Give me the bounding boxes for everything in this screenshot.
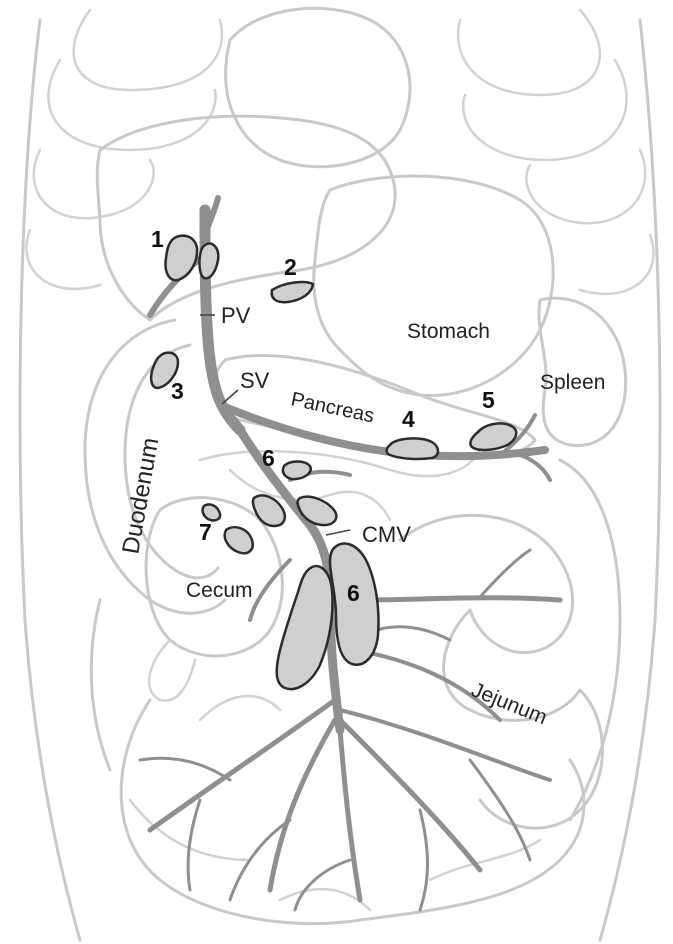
fan-branch-3 (340, 730, 360, 900)
fan-twig-4 (470, 760, 530, 860)
label-spleen: Spleen (540, 371, 605, 394)
rib-right-1 (458, 10, 600, 95)
node-6-upper (283, 462, 311, 480)
small-intestine-loop-d (200, 696, 280, 720)
node-2 (272, 282, 313, 302)
node-number-2: 2 (284, 254, 297, 280)
node-number-3: 3 (171, 378, 184, 404)
node-number-4: 4 (402, 406, 415, 432)
heart-outline (226, 8, 410, 166)
liver-outline (97, 116, 395, 320)
cmv-leader (326, 530, 350, 535)
fan-twig-6 (295, 860, 350, 910)
body-wall-left (20, 20, 80, 940)
label-stomach: Stomach (407, 320, 490, 343)
label-cmv: CMV (362, 522, 411, 547)
smv-branch-ileocolic (250, 560, 290, 620)
stomach-outline (314, 176, 553, 395)
node-number-1: 1 (151, 226, 164, 252)
fan-twig-3 (420, 810, 428, 910)
node-number-6-lower: 6 (347, 580, 360, 606)
node-6-large-left (277, 566, 333, 689)
fan-twig-5 (188, 800, 200, 890)
rib-left-2 (48, 60, 215, 150)
rib-left-4 (26, 230, 100, 289)
label-sv: SV (240, 368, 270, 393)
fan-twig-1 (140, 758, 230, 780)
label-pv: PV (221, 303, 251, 328)
fan-branch-2 (270, 720, 335, 890)
node-6-mid-a (253, 495, 285, 526)
node-4 (387, 438, 438, 459)
node-number-5: 5 (482, 387, 495, 413)
node-1b (199, 243, 218, 278)
descending-colon-outline (560, 460, 620, 820)
rib-right-4 (580, 235, 654, 294)
fan-branch-1 (150, 700, 335, 830)
smv-branch-right-1 (360, 598, 560, 600)
label-pancreas: Pancreas (289, 388, 376, 427)
rib-left-1 (74, 10, 222, 90)
node-number-6-upper: 6 (262, 445, 275, 471)
body-wall-right (600, 20, 660, 940)
sv-leader (222, 390, 238, 404)
ascending-colon-outline (91, 600, 110, 770)
rib-right-2 (463, 60, 626, 160)
splenic-vein-branch-2 (520, 455, 550, 480)
node-7a (203, 504, 221, 520)
label-cecum: Cecum (186, 579, 253, 602)
smv-branch-right-1a (480, 550, 530, 597)
appendix-outline (149, 640, 195, 701)
fan-branch-4 (340, 720, 480, 870)
rib-left-3 (34, 150, 154, 218)
node-1a (166, 236, 198, 281)
node-number-7: 7 (199, 519, 212, 545)
anatomy-labels: PV SV CMV Stomach Spleen Pancreas Duoden… (117, 303, 605, 729)
node-7b (225, 527, 253, 553)
